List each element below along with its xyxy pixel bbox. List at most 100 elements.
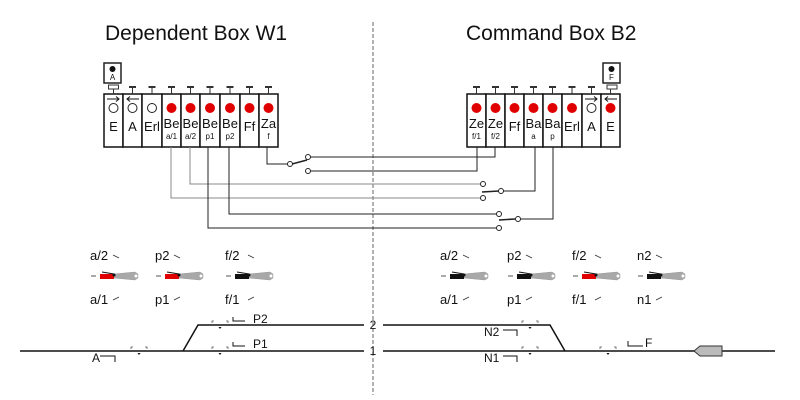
block-erl[interactable]: Erl [561,86,583,148]
switch-contact [498,188,504,194]
position-tick-icon [525,296,533,301]
lamp-icon [528,103,539,113]
block-sublabel: f/2 [491,132,500,141]
switch-contact [496,225,502,231]
wire-be-a2 [189,147,481,185]
block-be-a1[interactable]: Bea/1 [161,86,182,148]
semaphore-state-icon [647,274,661,279]
key-cap-icon [187,86,194,88]
track-joints [130,320,617,355]
wire-be-p1 [207,147,497,229]
block-za-f[interactable]: Zaf [258,86,279,148]
block-ff[interactable]: Ff [504,86,525,148]
switch-contact [305,154,311,160]
switch-contact [287,161,293,167]
signal-p1-label: P1 [253,337,268,351]
block-ba-a[interactable]: Baa [523,86,544,148]
right-indicator: F [602,62,621,84]
switch-contact [515,216,521,222]
key-cap-icon [549,86,556,88]
signal-p2-icon [232,317,245,322]
wire-be-a1 [170,147,481,199]
block-e[interactable]: E [103,86,124,148]
lamp-icon [205,103,215,113]
lamp-icon [471,103,482,113]
wire-ba-p [520,147,554,220]
key-cap-icon [246,86,253,88]
block-label: E [109,119,118,134]
semaphore-f2-f1: f/2 f/1 [225,248,274,307]
track-layout [20,324,775,352]
switch-contact [496,211,502,217]
semaphore-state-icon [100,274,114,279]
track-1-label: 1 [370,344,377,358]
semaphore-top-label: a/2 [90,248,108,263]
signal-p1-icon [232,342,245,347]
lamp-icon [263,103,274,113]
switch-contact [305,168,311,174]
signal-a-icon [100,355,116,362]
wire-be-p2 [228,147,497,215]
block-sublabel: a/2 [185,132,197,141]
semaphore-arm-icon [595,271,621,281]
wire-za-f [266,147,290,165]
block-erl[interactable]: Erl [141,86,163,148]
semaphore-arm-icon [660,271,686,281]
position-tick-icon [594,296,602,301]
semaphore-bottom-label: f/1 [225,292,239,307]
lamp-icon [605,103,616,113]
block-ff[interactable]: Ff [239,86,260,148]
position-tick-icon [112,254,120,259]
block-sublabel: a/1 [166,132,178,141]
signal-n2-label: N2 [484,325,500,339]
lamp-icon [567,103,577,113]
wiring [170,147,554,231]
arrow-right-icon [107,96,120,102]
signal-f-icon [627,341,643,347]
block-e[interactable]: E [600,86,621,148]
block-ba-p[interactable]: Bap [542,86,563,148]
indicator-lamp-icon [608,66,615,72]
left-box-title: Dependent Box W1 [105,22,287,45]
block-ze-f1[interactable]: Zef/1 [466,86,487,148]
lamp-icon [127,103,138,113]
right-box-title: Command Box B2 [466,22,636,45]
train-icon [693,345,723,357]
key-cap-icon [129,86,136,88]
signal-p2-label: P2 [253,312,268,326]
key-cap-icon [206,86,214,88]
lamp-icon [185,103,196,113]
key-cap-icon [511,86,518,88]
block-a[interactable]: A [122,86,143,148]
position-tick-icon [247,296,255,301]
lamp-icon [108,103,119,113]
key-cap-icon [473,86,480,88]
lamp-icon [509,103,520,113]
block-ze-f2[interactable]: Zef/2 [485,86,506,148]
semaphore-arm-icon [248,271,274,281]
position-tick-icon [173,254,181,259]
position-tick-icon [462,254,470,259]
track-2-left [182,324,364,352]
position-tick-icon [462,296,470,301]
wire-ze-f2 [310,147,496,158]
signal-n1-label: N1 [484,351,500,365]
arrow-left-icon [604,96,617,102]
semaphore-state-icon [165,274,179,279]
left-indicator: A [103,62,122,84]
key-cap-icon [148,86,156,88]
block-a[interactable]: A [581,86,602,148]
semaphore-top-label: f/2 [225,248,239,263]
lamp-icon [147,103,157,113]
block-label: Be [202,116,218,131]
key-cap-icon [530,86,537,88]
block-be-a2[interactable]: Bea/2 [180,86,201,148]
